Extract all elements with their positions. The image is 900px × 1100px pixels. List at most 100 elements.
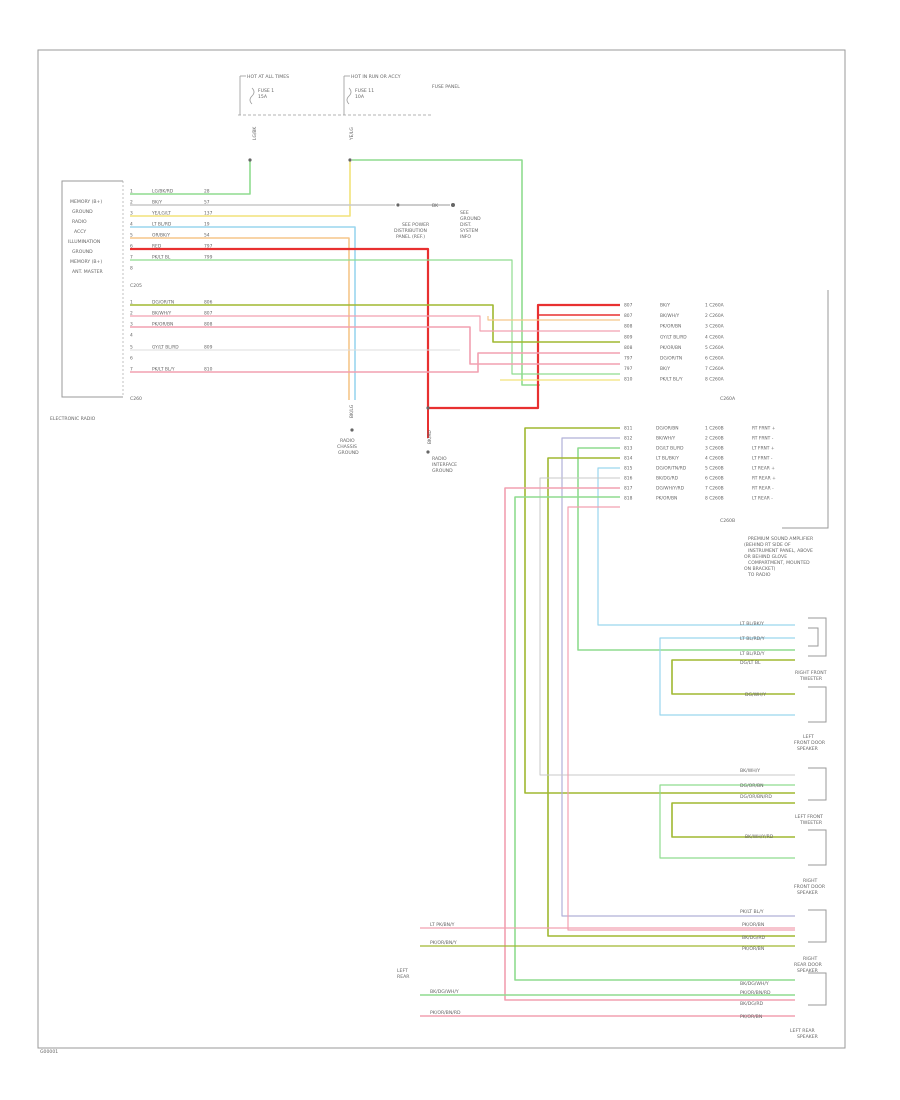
radio-label-7: MEMORY (B+) <box>70 259 102 265</box>
radio-pin-wire: BK/Y <box>152 200 162 206</box>
radio-pin-wire: GY/LT BL/RD <box>152 345 179 351</box>
spk-6-name-3: SPEAKER <box>797 968 819 974</box>
amp-b-wire: BK/WH/Y <box>656 436 675 442</box>
ground-c-line-1: RADIO <box>432 456 447 462</box>
amp-b-desc: LT REAR + <box>752 466 775 472</box>
splice-dot <box>396 203 400 207</box>
spk-6-w1: PK/LT BL/Y <box>740 909 764 915</box>
radio-pin-number: 2 <box>130 200 133 206</box>
amp-b-pin: 8 C260B <box>705 496 724 502</box>
spk-5-name-1: LEFT FRONT <box>795 814 823 820</box>
ground-c-line-3: GROUND <box>432 468 453 474</box>
fuse-b-name: FUSE 11 <box>355 88 374 94</box>
ground-c-wire: BK/RD <box>427 430 433 444</box>
amp-a-pin: 5 C260A <box>705 345 724 351</box>
radio-pin-code: 57 <box>204 200 210 206</box>
amp-b-wire: DG/LT BL/RD <box>656 446 684 452</box>
splice-dot <box>451 203 455 207</box>
amp-a-wire: BK/Y <box>660 366 670 372</box>
amp-a-wire: PK/LT BL/Y <box>660 377 683 383</box>
amp-a-code: 797 <box>624 366 633 372</box>
amp-b-desc: RT REAR + <box>752 476 776 482</box>
radio-label-8: ANT. MASTER <box>72 269 103 275</box>
rear-w3-right: BK/DG/WH/Y <box>740 981 769 987</box>
amp-b-wire: DG/OR/TN/RD <box>656 466 687 472</box>
spk-2-w1: DG/LT BL <box>740 660 761 666</box>
amp-a-pin: 2 C260A <box>705 313 724 319</box>
radio-pin-number: 3 <box>130 322 133 328</box>
ground-a-line-2: GROUND <box>460 216 481 222</box>
fuse-panel-name: FUSE PANEL <box>432 84 460 90</box>
amp-a-code: 807 <box>624 313 633 319</box>
spk-5-w1: DG/OR/BN/RD <box>740 794 772 800</box>
radio-pin-number: 6 <box>130 244 133 250</box>
ground-b-line-3: GROUND <box>338 450 359 456</box>
radio-pin-number: 8 <box>130 266 133 272</box>
fuse-b-title: HOT IN RUN OR ACCY <box>351 74 401 80</box>
radio-pin-code: 806 <box>204 300 213 306</box>
spk-4-w2: DG/OR/BN <box>740 783 764 789</box>
amp-a-code: 808 <box>624 324 633 330</box>
wire-orange-2 <box>487 316 620 321</box>
wire-pink-2 <box>130 352 620 373</box>
radio-pin-wire: RED <box>152 244 162 250</box>
amp-module-line: PREMIUM SOUND AMPLIFIER <box>748 536 814 542</box>
rear-w2: PK/OR/BN/Y <box>430 940 457 946</box>
wire-b8 <box>514 496 795 981</box>
fuse-b-amp: 10A <box>355 94 365 100</box>
radio-pin-code: 808 <box>204 322 213 328</box>
spk-7-name-2: SPEAKER <box>797 1034 819 1040</box>
ground-b-wire: BK/LG <box>349 404 355 418</box>
radio-pin-number: 2 <box>130 311 133 317</box>
amp-a-wire: BK/WH/Y <box>660 313 679 319</box>
radio-pin-number: 1 <box>130 189 133 195</box>
radio-pin-wire: LG/BK/RD <box>152 189 174 195</box>
spk-1-name-3: SPEAKER <box>797 746 819 752</box>
amp-a-wire: GY/LT BL/RD <box>660 334 687 340</box>
amp-a-pin: 3 C260A <box>705 324 724 330</box>
wire-b7 <box>504 487 795 1001</box>
ground-a-line-1: SEE <box>460 210 469 216</box>
amp-a-pin: 4 C260A <box>705 334 724 340</box>
spk-2-name-2: TWEETER <box>799 676 823 682</box>
spk-6-name-2: REAR DOOR <box>794 962 823 968</box>
wire-black <box>130 315 620 332</box>
amp-b-desc: LT FRNT + <box>752 446 775 452</box>
amp-b-desc: RT FRNT - <box>752 436 774 442</box>
rear-w1: LT PK/BN/Y <box>430 922 455 928</box>
wire-harness <box>130 159 795 1017</box>
spk-5-w2: BK/WH/Y/RD <box>745 834 774 840</box>
wire-pink <box>130 326 620 365</box>
radio-pin-number: 4 <box>130 222 133 228</box>
wire-b3 <box>577 447 795 651</box>
rear-w5-right: BK/DG/RD <box>740 1001 764 1007</box>
amp-a-wire: BK/Y <box>660 303 670 309</box>
amp-a-code: 809 <box>624 334 633 340</box>
radio-pin-wire: YE/LG/LT <box>151 211 171 217</box>
amp-connector-b-name: C260B <box>720 518 735 524</box>
amp-b-pin: 4 C260B <box>705 456 724 462</box>
fuse-panel: HOT AT ALL TIMES FUSE 1 15A HOT IN RUN O… <box>238 74 460 141</box>
radio-pin-code: 54 <box>204 233 210 239</box>
spk-2-name-1: RIGHT FRONT <box>795 670 827 676</box>
splice-points <box>248 158 455 410</box>
fuse-a-name: FUSE 1 <box>258 88 274 94</box>
amp-a-code: 807 <box>624 303 633 309</box>
splice-dot <box>348 158 352 162</box>
ground-note: BK SEE GROUND DIST. SYSTEM INFO SEE POWE… <box>394 203 481 240</box>
radio-pin-number: 6 <box>130 356 133 362</box>
wire-b1 <box>524 427 795 794</box>
amp-module-line: INSTRUMENT PANEL, ABOVE <box>748 548 813 554</box>
wire-tweeter-r-2 <box>659 637 795 716</box>
spk-3-name-1: LT BL/RD/Y <box>740 651 765 657</box>
radio-pin-code: 799 <box>204 255 213 261</box>
radio-pin-wire: BK/WH/Y <box>152 311 171 317</box>
note-line-3: PANEL (REF.) <box>396 234 425 240</box>
fuse-b-wire-label: YE/LG <box>349 127 355 141</box>
wire-tweeter-r <box>671 659 795 695</box>
amp-module-line: OR BEHIND GLOVE <box>744 554 787 560</box>
ground-b-line-2: CHASSIS <box>337 444 357 450</box>
amp-b-desc: LT FRNT - <box>752 456 773 462</box>
amp-b-code: 816 <box>624 476 633 482</box>
